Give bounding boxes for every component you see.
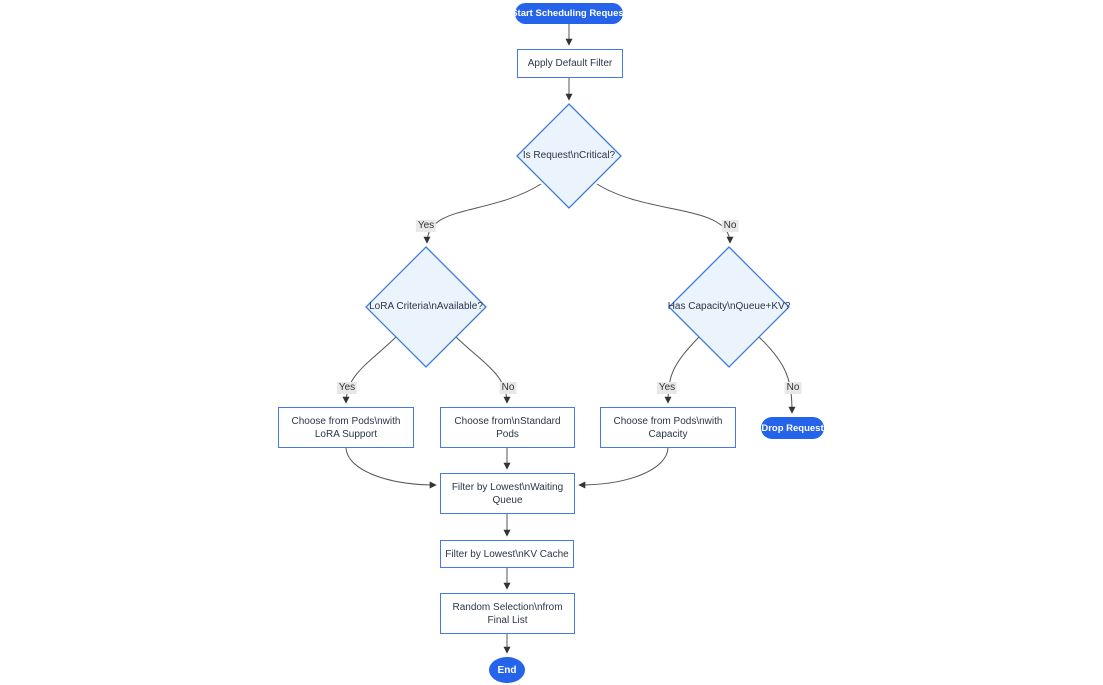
decision-is-critical-label: Is Request\nCritical? [522,150,616,161]
edge-is-critical-yes [423,183,542,244]
decision-lora-criteria-label: LoRA Criteria\nAvailable? [369,301,483,312]
edge-label-capacity-no: No [784,382,802,394]
edge-choose-lora-to-filter-queue [345,447,437,489]
decision-diamond-lora-criteria [365,246,487,368]
edge-capacity-no [758,336,796,414]
end-node-label: End [497,664,517,676]
decision-diamond-has-capacity [668,246,790,368]
choose-standard-pods-line1: Choose from\nStandard [454,415,561,427]
apply-default-filter-label: Apply Default Filter [527,58,613,69]
decision-has-capacity-label: Has Capacity\nQueue+KV? [667,301,791,312]
edge-label-lora-no: No [499,382,517,394]
random-selection-line2: Final List [487,614,528,626]
end-node: End [489,657,525,683]
filter-waiting-queue-node: Filter by Lowest\nWaiting Queue [440,473,575,514]
edge-is-critical-no [596,183,734,244]
filter-kv-cache-label: Filter by Lowest\nKV Cache [445,548,569,560]
choose-standard-pods-line2: Pods [496,428,519,440]
apply-default-filter-node: Apply Default Filter [517,49,623,78]
drop-request-label: Drop Request [761,422,824,434]
decision-diamond-is-critical [516,103,622,209]
edge-label-capacity-yes: Yes [656,382,678,394]
filter-kv-cache-node: Filter by Lowest\nKV Cache [440,540,574,568]
start-node: Start Scheduling Request [511,3,627,24]
edge-choose-capacity-to-filter-queue [578,447,669,489]
choose-capacity-pods-line1: Choose from Pods\nwith [613,415,723,427]
choose-capacity-pods-line2: Capacity [648,428,688,440]
random-selection-line1: Random Selection\nfrom [452,601,563,613]
choose-lora-pods-line1: Choose from Pods\nwith [291,415,401,427]
edge-label-critical-yes: Yes [415,220,437,232]
edge-label-critical-no: No [721,220,739,232]
random-selection-node: Random Selection\nfrom Final List [440,593,575,634]
filter-waiting-queue-line2: Queue [492,494,523,506]
choose-lora-pods-line2: LoRA Support [314,428,378,440]
start-node-label: Start Scheduling Request [511,8,627,19]
drop-request-node: Drop Request [761,417,824,439]
choose-lora-pods-node: Choose from Pods\nwith LoRA Support [278,407,414,448]
filter-waiting-queue-line1: Filter by Lowest\nWaiting [451,481,564,493]
choose-capacity-pods-node: Choose from Pods\nwith Capacity [600,407,736,448]
edge-label-lora-yes: Yes [336,382,358,394]
choose-standard-pods-node: Choose from\nStandard Pods [440,407,575,448]
